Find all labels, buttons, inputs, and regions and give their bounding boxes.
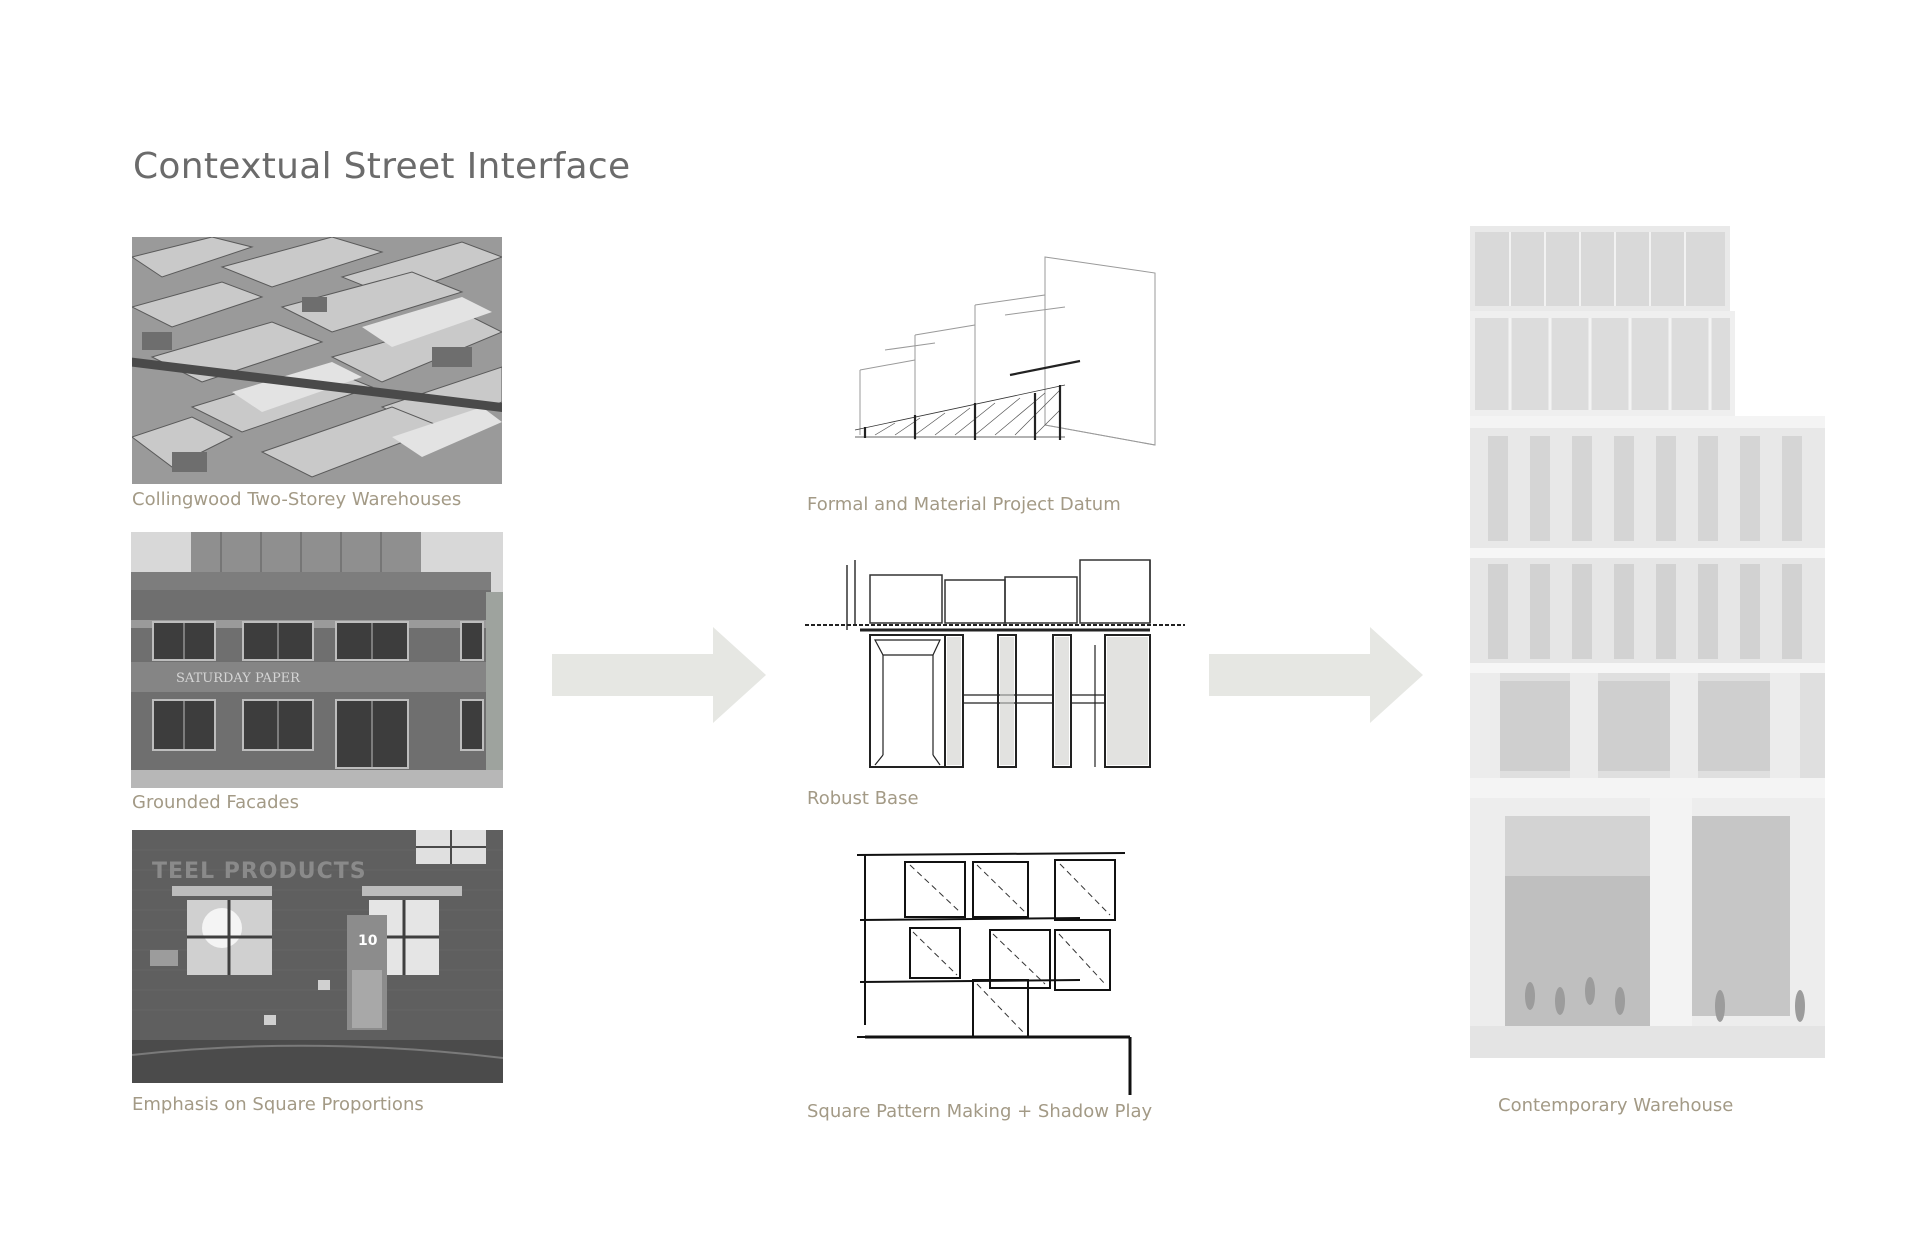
- door-number: 10: [358, 933, 378, 949]
- caption-robust: Robust Base: [807, 788, 919, 809]
- aerial-warehouses-photo: [132, 237, 502, 484]
- caption-square: Emphasis on Square Proportions: [132, 1094, 424, 1115]
- datum-sketch: [845, 255, 1165, 455]
- caption-aerial: Collingwood Two-Storey Warehouses: [132, 489, 462, 510]
- robust-base-sketch: [805, 555, 1185, 775]
- grounded-facades-photo: SATURDAY PAPER: [131, 532, 503, 788]
- caption-square-pattern: Square Pattern Making + Shadow Play: [807, 1101, 1153, 1122]
- caption-datum: Formal and Material Project Datum: [807, 494, 1121, 515]
- arrow-right-icon: [1209, 627, 1423, 723]
- contemporary-warehouse-render: [1470, 226, 1830, 1066]
- arrow-right-1: [552, 627, 766, 723]
- arrow-right-2: [1209, 627, 1423, 723]
- steel-products-sign: TEEL PRODUCTS: [152, 859, 367, 884]
- caption-grounded: Grounded Facades: [132, 792, 299, 813]
- arrow-right-icon: [552, 627, 766, 723]
- square-pattern-sketch: [855, 850, 1145, 1100]
- caption-contemporary: Contemporary Warehouse: [1498, 1095, 1734, 1116]
- square-proportions-photo: TEEL PRODUCTS 10: [132, 830, 503, 1083]
- saturday-paper-sign: SATURDAY PAPER: [176, 671, 301, 686]
- page-title: Contextual Street Interface: [133, 146, 631, 187]
